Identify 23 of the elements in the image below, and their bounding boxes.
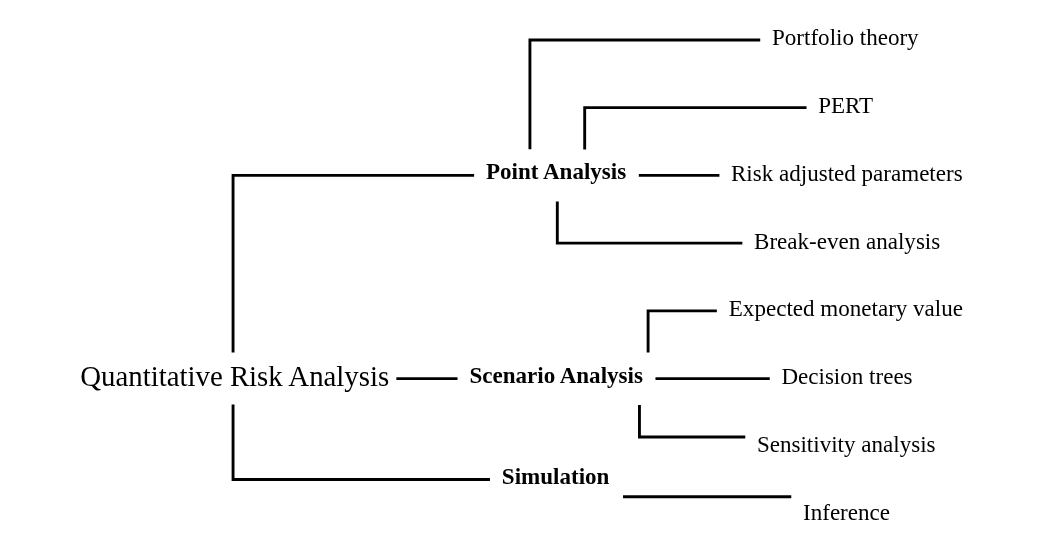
connector: [582, 106, 806, 150]
connector: [646, 309, 717, 353]
connector: [637, 405, 745, 439]
node-text: Risk adjusted parameters: [730, 159, 963, 186]
node-text: Scenario Analysis: [468, 361, 643, 388]
connector: [231, 404, 490, 481]
connector: [528, 38, 760, 150]
connector: [638, 173, 719, 177]
connector: [622, 495, 791, 499]
node-text: Point Analysis: [485, 158, 626, 185]
connector: [231, 173, 474, 353]
connector: [395, 377, 457, 381]
node-text: Quantitative Risk Analysis: [79, 359, 389, 392]
node-text: Sensitivity analysis: [756, 430, 936, 457]
node-text: Decision trees: [780, 363, 913, 390]
node-text: Portfolio theory: [771, 24, 919, 51]
connector: [555, 201, 742, 245]
node-text: PERT: [817, 92, 873, 119]
connector: [654, 377, 770, 381]
node-text: Inference: [802, 498, 890, 525]
node-text: Break-even analysis: [753, 227, 940, 254]
node-text: Expected monetary value: [728, 295, 963, 322]
node-text: Simulation: [501, 462, 609, 489]
